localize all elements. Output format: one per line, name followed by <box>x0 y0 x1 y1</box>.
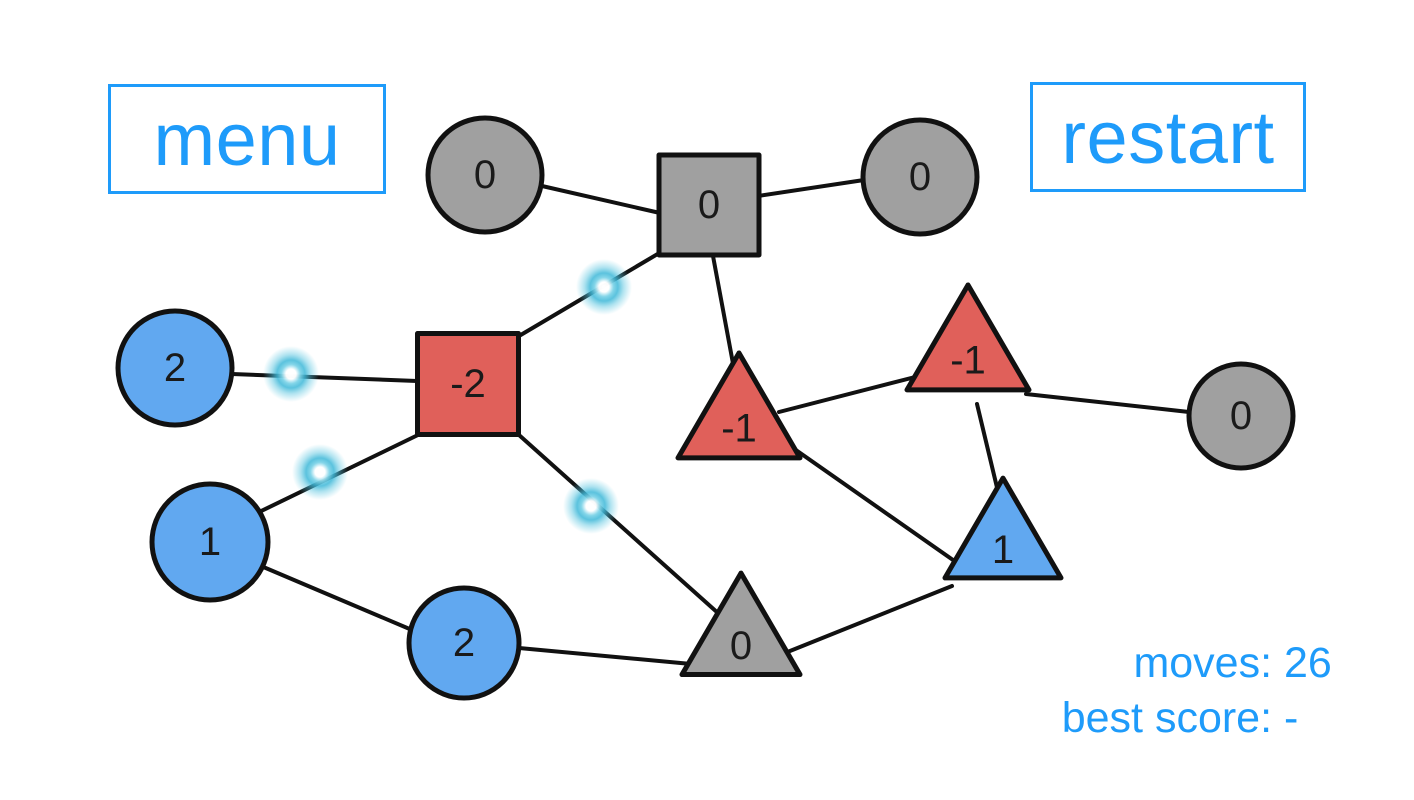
best-score-value: - <box>1284 694 1299 743</box>
graph-edge[interactable] <box>773 584 954 659</box>
graph-node-circle[interactable]: 0 <box>860 117 980 237</box>
node-shape[interactable] <box>406 585 522 701</box>
glow-marker-layer <box>263 259 632 534</box>
moves-label: moves: <box>1133 639 1273 687</box>
best-score-label: best score: <box>1061 694 1273 743</box>
node-shape[interactable] <box>656 152 762 258</box>
graph-node-square[interactable]: 0 <box>656 152 762 258</box>
edge-glow-marker-icon[interactable] <box>576 259 632 315</box>
best-score-row: best score: - <box>1062 691 1346 746</box>
graph-node-triangle[interactable]: 0 <box>679 570 803 678</box>
edge-glow-marker-icon[interactable] <box>563 478 619 534</box>
graph-edge[interactable] <box>756 178 866 198</box>
moves-row: moves: 26 <box>1062 636 1346 691</box>
graph-edge[interactable] <box>517 433 730 624</box>
menu-button[interactable]: menu <box>108 84 386 194</box>
graph-node-circle[interactable]: 1 <box>149 481 271 603</box>
restart-button[interactable]: restart <box>1030 82 1306 192</box>
graph-edge[interactable] <box>781 439 975 576</box>
node-shape[interactable] <box>149 481 271 603</box>
node-shape[interactable] <box>904 282 1032 393</box>
scoreboard: moves: 26 best score: - <box>1062 636 1346 746</box>
node-shape[interactable] <box>1186 361 1296 471</box>
graph-node-triangle[interactable]: 1 <box>942 475 1064 581</box>
graph-node-triangle[interactable]: -1 <box>904 282 1032 393</box>
node-shape[interactable] <box>675 350 803 461</box>
node-shape[interactable] <box>679 570 803 678</box>
edge-glow-marker-icon[interactable] <box>263 346 319 402</box>
graph-node-triangle[interactable]: -1 <box>675 350 803 461</box>
graph-node-square[interactable]: -2 <box>415 331 521 437</box>
graph-edge[interactable] <box>1024 392 1191 414</box>
graph-edge[interactable] <box>230 372 419 383</box>
graph-edge[interactable] <box>975 402 1002 502</box>
graph-node-circle[interactable]: 0 <box>1186 361 1296 471</box>
moves-value: 26 <box>1284 639 1332 687</box>
graph-node-circle[interactable]: 2 <box>406 585 522 701</box>
graph-edge[interactable] <box>777 374 921 414</box>
node-shape[interactable] <box>942 475 1064 581</box>
graph-edge[interactable] <box>517 646 704 667</box>
graph-edge[interactable] <box>259 564 414 632</box>
node-shape[interactable] <box>415 331 521 437</box>
graph-node-circle[interactable]: 2 <box>115 308 235 428</box>
node-shape[interactable] <box>115 308 235 428</box>
node-shape[interactable] <box>860 117 980 237</box>
edge-glow-marker-icon[interactable] <box>292 444 348 500</box>
node-shape[interactable] <box>425 115 545 235</box>
graph-edge[interactable] <box>540 184 662 215</box>
graph-node-circle[interactable]: 0 <box>425 115 545 235</box>
